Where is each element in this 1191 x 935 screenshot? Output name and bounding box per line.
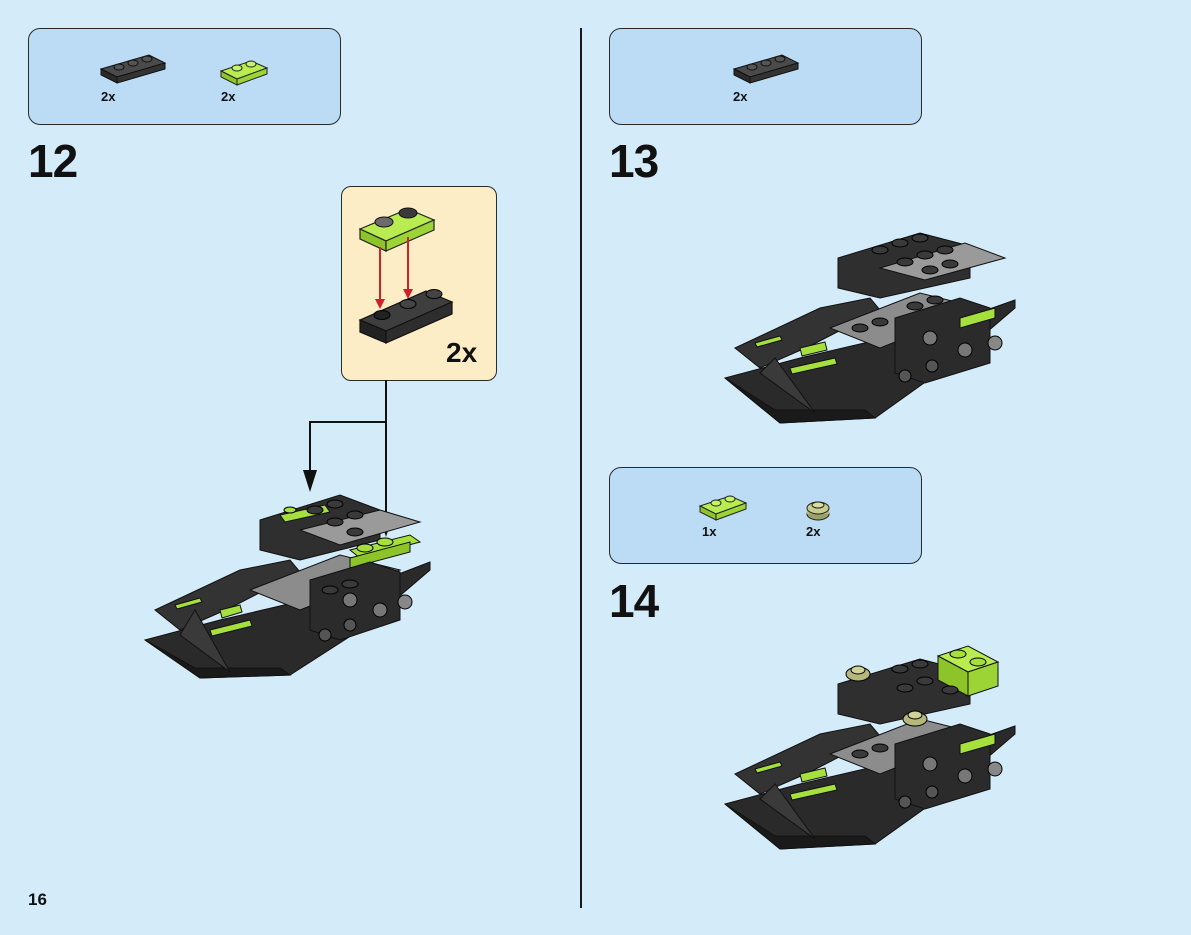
dark-grey-plate-1x3-icon (99, 47, 169, 87)
callout-qty: 2x (446, 337, 477, 369)
step-12-sub-assembly-callout: 2x (341, 186, 497, 381)
step-12-number: 12 (28, 134, 77, 188)
step-13-number: 13 (609, 134, 658, 188)
page-divider (580, 28, 582, 908)
step-13-parts-box: 2x (609, 28, 922, 125)
dark-grey-plate-1x3-icon (732, 47, 802, 87)
step-14-model-illustration (720, 644, 1030, 854)
step-14-part-1-qty: 1x (702, 524, 716, 539)
step-12-part-1-qty: 2x (101, 89, 115, 104)
step-14-number: 14 (609, 574, 658, 628)
step-13-part-1-qty: 2x (733, 89, 747, 104)
step-12-part-2-qty: 2x (221, 89, 235, 104)
step-14-parts-box: 1x 2x (609, 467, 922, 564)
step-13-model-illustration (720, 228, 1030, 428)
step-14-part-2-qty: 2x (806, 524, 820, 539)
step-12-parts-box: 2x 2x (28, 28, 341, 125)
step-12-model-illustration (140, 490, 440, 690)
page-number: 16 (28, 890, 47, 910)
